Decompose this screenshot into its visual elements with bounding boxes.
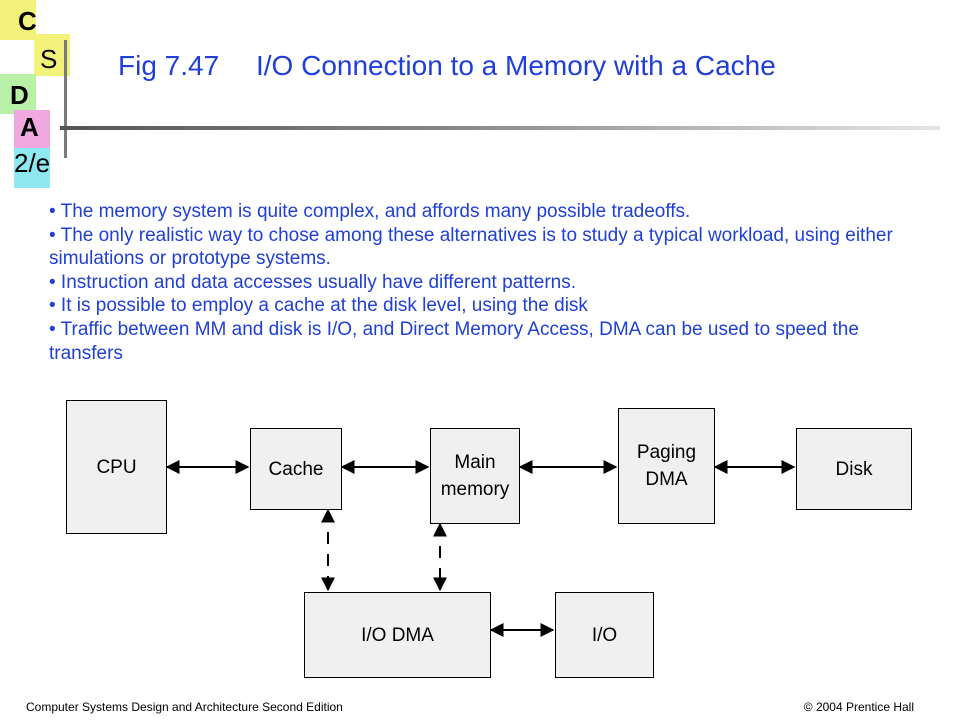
io-box: I/O [555,592,654,678]
logo-letter-c: C [18,6,37,36]
logo-vertical-line [64,40,67,158]
logo-tile-pink [14,110,50,150]
bullet-item: • The only realistic way to chose among … [49,224,893,270]
paging-dma-box: Paging DMA [618,408,715,524]
disk-box: Disk [796,428,912,510]
figure-number: Fig 7.47 [118,50,220,81]
io-dma-box: I/O DMA [304,592,491,678]
logo-tile-green [0,74,36,114]
bullet-item: • Instruction and data accesses usually … [49,271,576,293]
logo-letter-s: S [40,44,58,74]
diagram-connectors [165,460,796,637]
title-text: I/O Connection to a Memory with a Cache [256,50,776,81]
logo-tile-yellow [0,0,36,40]
bullet-list: • The memory system is quite complex, an… [49,200,909,365]
slide-title: Fig 7.47 I/O Connection to a Memory with … [118,50,776,82]
footer-book-title: Computer Systems Design and Architecture… [26,700,343,714]
title-divider [60,126,940,130]
footer-copyright: © 2004 Prentice Hall [803,700,914,714]
main-memory-box: Main memory [430,428,520,524]
bullet-item: • The memory system is quite complex, an… [49,201,691,222]
bullet-item: • It is possible to employ a cache at th… [49,295,588,317]
io-connection-diagram: CPU Cache Main memory Paging DMA Disk I/… [0,390,960,680]
logo-letter-a: A [20,112,39,142]
logo-tile-cyan [14,148,50,188]
logo-edition: 2/e [14,148,51,178]
cpu-box: CPU [66,400,167,534]
cache-box: Cache [250,428,342,510]
bullet-item: • Traffic between MM and disk is I/O, an… [49,318,859,364]
logo-letter-d: D [10,80,29,110]
